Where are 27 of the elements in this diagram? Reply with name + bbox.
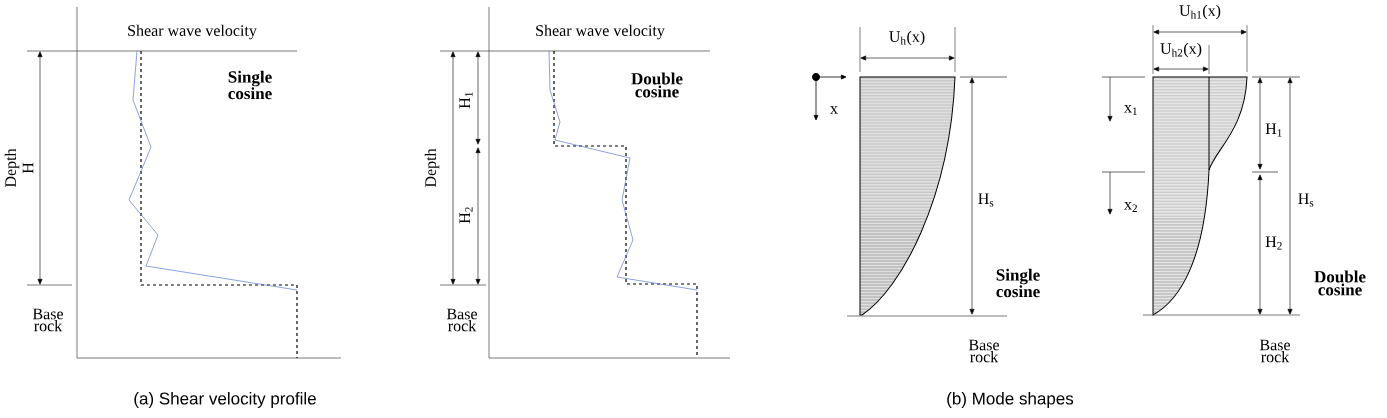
profile-label: Single cosine [228,70,272,100]
dimension-label: H$_{1}$ [1265,123,1282,137]
figure-caption: (a) Shear velocity profile [134,392,316,408]
axis-title: Depth [4,148,20,188]
axis-title: Depth [424,148,440,188]
dimension-label: U$_{h2}$(x) [1160,42,1202,58]
figure-caption: (b) Mode shapes [947,392,1074,408]
layer-label: Base rock [968,339,999,363]
layer-label: Base rock [1259,339,1290,363]
profile-label: Double cosine [631,72,683,98]
dimension-label: H$_{2}$ [1265,236,1282,250]
axis-title: Shear wave velocity [128,24,257,40]
profile-label: Double cosine [1314,270,1366,296]
profile-label: Single cosine [996,268,1040,298]
dimension-label: H$_{2}$ [459,207,473,224]
dimension-label: U$_{h}$(x) [889,30,925,46]
dimension-label: U$_{h1}$(x) [1179,4,1221,20]
coordinate-label: x [830,106,838,114]
coordinate-label: x$_{2}$ [1124,202,1137,212]
dimension-label: H [22,162,34,174]
dimension-label: H$_{s}$ [978,193,994,207]
dimension-label: H$_{s}$ [1298,193,1314,207]
layer-label: Base rock [446,308,477,332]
axis-title: Shear wave velocity [536,24,665,40]
coordinate-label: x$_{1}$ [1124,105,1137,115]
layer-label: Base rock [32,308,63,332]
dimension-label: H$_{1}$ [459,92,473,109]
